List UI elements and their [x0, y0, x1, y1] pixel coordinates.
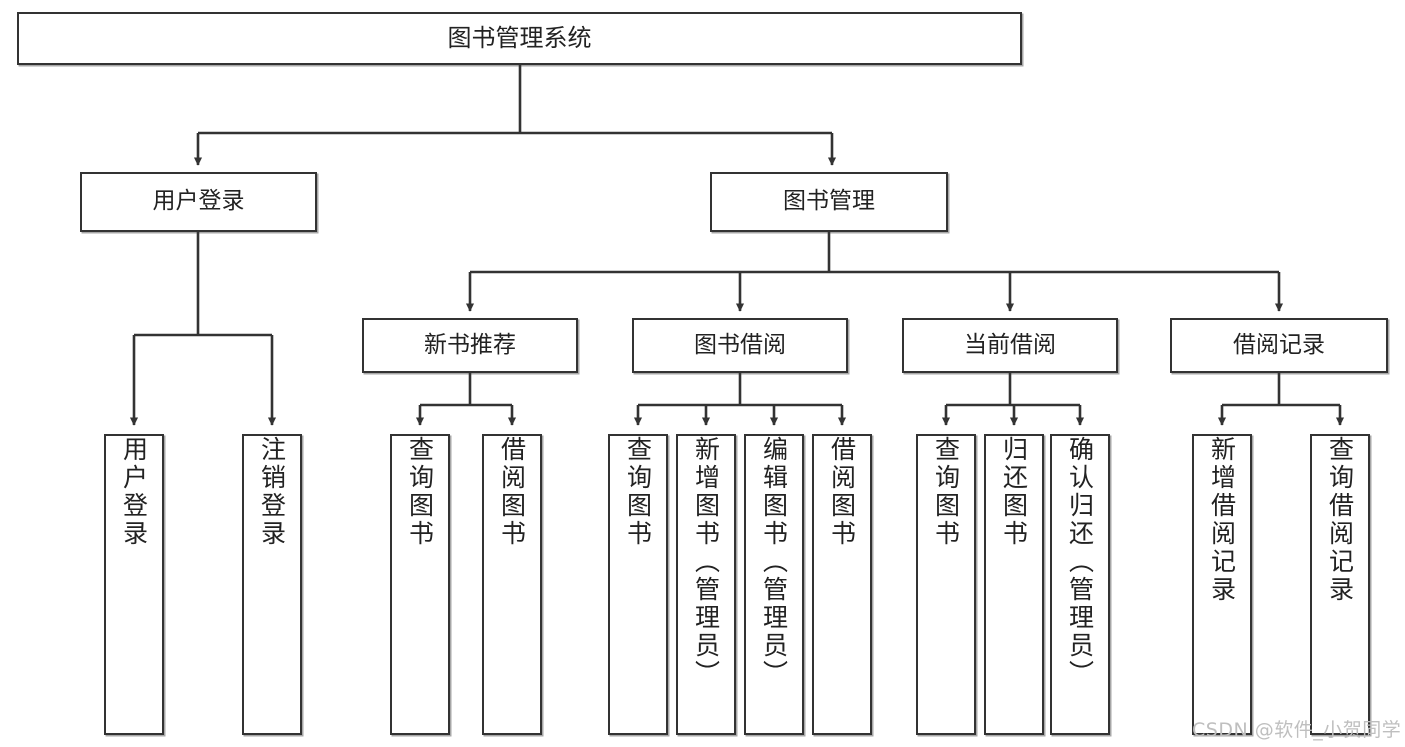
node-root-label: 图书管理系统	[447, 24, 592, 53]
node-book-manage[interactable]: 图书管理	[710, 172, 948, 232]
node-leaf-query-book-3[interactable]: 查询图书	[916, 434, 976, 735]
node-leaf-edit-book[interactable]: 编辑图书（管理员）	[744, 434, 804, 735]
node-book-borrow[interactable]: 图书借阅	[632, 318, 848, 373]
node-leaf-add-book[interactable]: 新增图书（管理员）	[676, 434, 736, 735]
node-borrow-record-label: 借阅记录	[1233, 331, 1325, 358]
node-leaf-add-book-label: 新增图书（管理员）	[691, 436, 721, 688]
node-new-book-recommend-label: 新书推荐	[424, 331, 516, 358]
node-leaf-user-logout[interactable]: 注销登录	[242, 434, 302, 735]
node-leaf-return-book[interactable]: 归还图书	[984, 434, 1044, 735]
node-user-login[interactable]: 用户登录	[80, 172, 317, 232]
watermark: CSDN @软件_小贺同学	[1192, 719, 1402, 741]
node-leaf-borrow-book-2-label: 借阅图书	[827, 436, 857, 548]
node-borrow-record[interactable]: 借阅记录	[1170, 318, 1388, 373]
node-book-manage-label: 图书管理	[783, 188, 875, 215]
node-user-login-label: 用户登录	[152, 188, 245, 215]
node-leaf-borrow-book-1-label: 借阅图书	[497, 436, 527, 548]
node-leaf-borrow-book-2[interactable]: 借阅图书	[812, 434, 872, 735]
node-leaf-query-book-2[interactable]: 查询图书	[608, 434, 668, 735]
node-leaf-user-login[interactable]: 用户登录	[104, 434, 164, 735]
node-leaf-query-record-label: 查询借阅记录	[1325, 436, 1355, 604]
node-leaf-add-record-label: 新增借阅记录	[1207, 436, 1237, 604]
node-leaf-query-record[interactable]: 查询借阅记录	[1310, 434, 1370, 735]
node-leaf-edit-book-label: 编辑图书（管理员）	[759, 436, 789, 688]
node-leaf-query-book-2-label: 查询图书	[623, 436, 653, 548]
node-leaf-query-book-1-label: 查询图书	[405, 436, 435, 548]
node-current-borrow[interactable]: 当前借阅	[902, 318, 1118, 373]
node-current-borrow-label: 当前借阅	[964, 331, 1056, 358]
node-new-book-recommend[interactable]: 新书推荐	[362, 318, 578, 373]
node-leaf-query-book-1[interactable]: 查询图书	[390, 434, 450, 735]
node-leaf-add-record[interactable]: 新增借阅记录	[1192, 434, 1252, 735]
node-leaf-confirm-return-label: 确认归还（管理员）	[1065, 436, 1095, 688]
node-leaf-borrow-book-1[interactable]: 借阅图书	[482, 434, 542, 735]
node-leaf-query-book-3-label: 查询图书	[931, 436, 961, 548]
node-leaf-confirm-return[interactable]: 确认归还（管理员）	[1050, 434, 1110, 735]
node-leaf-user-logout-label: 注销登录	[257, 436, 287, 548]
node-leaf-user-login-label: 用户登录	[119, 436, 149, 548]
node-leaf-return-book-label: 归还图书	[999, 436, 1029, 548]
node-root[interactable]: 图书管理系统	[17, 12, 1022, 65]
node-book-borrow-label: 图书借阅	[694, 331, 786, 358]
